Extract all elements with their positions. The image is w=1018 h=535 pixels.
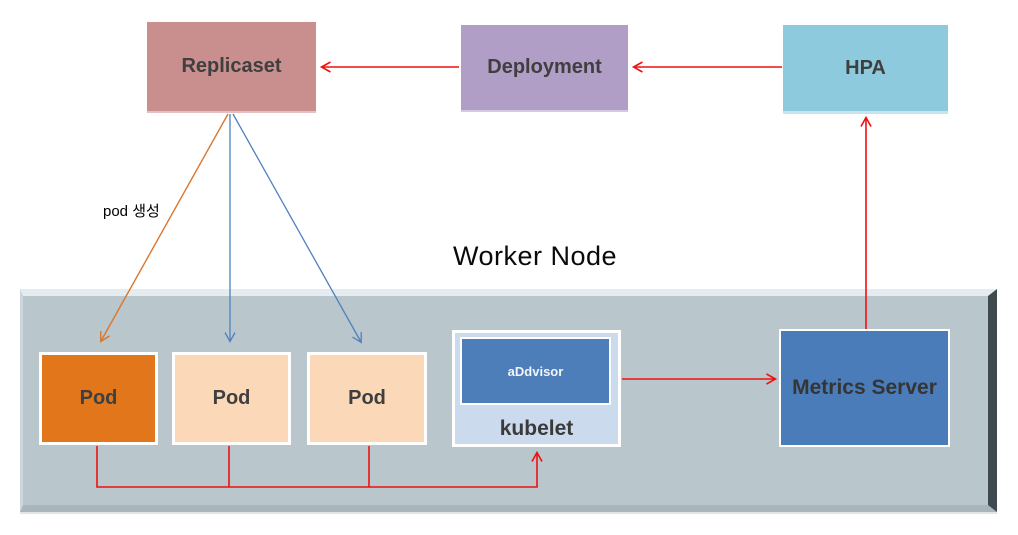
kubelet-label: kubelet (499, 417, 574, 440)
node-kubelet: aDdvisor kubelet (452, 330, 621, 447)
node-metrics-server: Metrics Server (779, 329, 950, 447)
node-cadvisor: aDdvisor (460, 337, 611, 405)
pod-1-label: Pod (79, 387, 118, 409)
worker-node-title: Worker Node (452, 241, 618, 271)
hpa-label: HPA (845, 56, 886, 79)
pod-creation-annotation: pod 생성 (103, 203, 160, 220)
pod-3-label: Pod (348, 387, 386, 409)
cadvisor-label: aDdvisor (507, 363, 564, 379)
deployment-label: Deployment (487, 56, 602, 78)
node-deployment: Deployment (461, 25, 628, 112)
node-pod-3: Pod (307, 352, 427, 445)
node-pod-1: Pod (39, 352, 158, 445)
node-hpa: HPA (783, 25, 948, 114)
pod-2-label: Pod (212, 387, 251, 409)
metrics-server-label: Metrics Server (792, 376, 937, 399)
node-pod-2: Pod (172, 352, 291, 445)
node-replicaset: Replicaset (147, 22, 316, 113)
replicaset-label: Replicaset (181, 55, 282, 77)
